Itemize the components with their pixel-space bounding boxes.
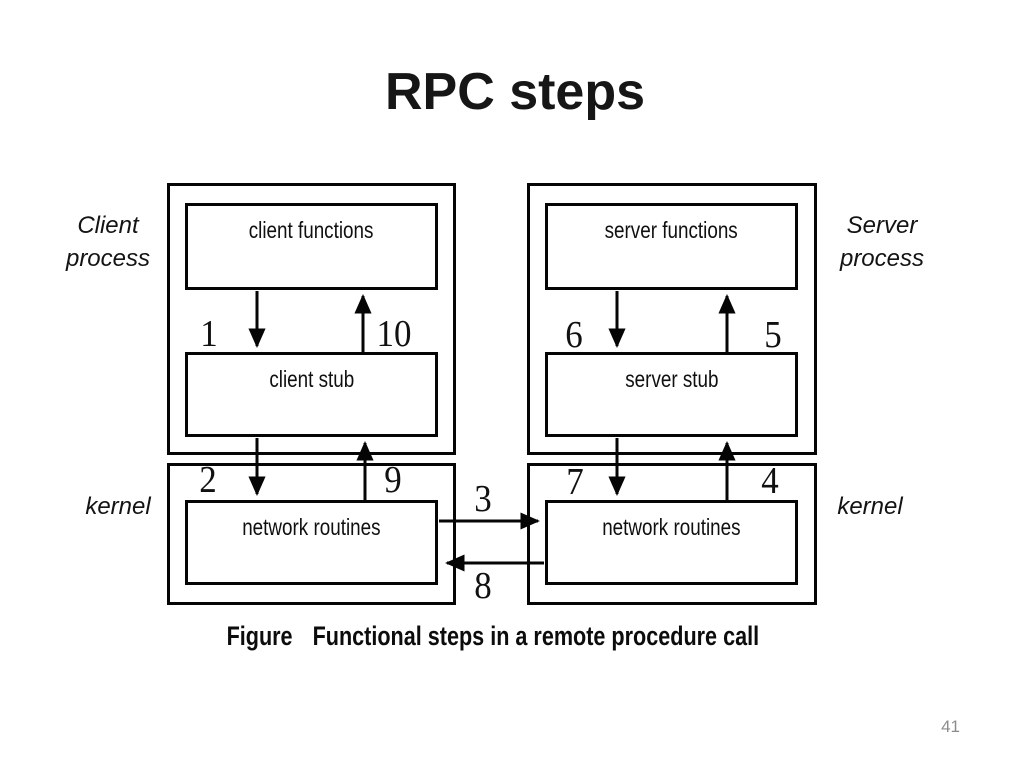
network-routines-left-label: network routines [242,514,381,540]
figure-caption: Figure Functional steps in a remote proce… [0,621,986,652]
step-label-1: 1 [200,313,218,355]
client-stub-box: client stub [185,352,438,437]
network-routines-right-box: network routines [545,500,798,585]
step-label-6: 6 [565,314,583,356]
step-label-4: 4 [761,460,779,502]
kernel-label-right: kernel [837,493,903,520]
network-routines-left-box: network routines [185,500,438,585]
client-functions-box: client functions [185,203,438,290]
step-label-7: 7 [566,461,584,503]
slide-title: RPC steps [384,63,646,121]
step-label-5: 5 [764,314,782,356]
caption-figure-word: Figure [226,621,293,651]
step-label-9: 9 [384,459,402,501]
server-functions-box: server functions [545,203,798,290]
network-routines-right-label: network routines [602,514,741,540]
step-label-3: 3 [474,478,492,520]
step-label-10: 10 [376,313,412,355]
kernel-box-left [167,463,456,605]
server-functions-label: server functions [604,217,739,243]
kernel-box-right [527,463,817,605]
server-process-label: Server process [839,212,925,273]
kernel-label-left: kernel [85,493,151,520]
server-process-box [527,183,817,455]
client-functions-label: client functions [249,217,374,243]
page-number: 41 [941,717,960,736]
step-label-2: 2 [199,459,217,501]
client-process-box [167,183,456,455]
server-stub-label: server stub [624,366,719,392]
step-label-8: 8 [474,565,492,607]
client-stub-label: client stub [269,366,354,392]
caption-text: Functional steps in a remote procedure c… [312,621,760,651]
server-stub-box: server stub [545,352,798,437]
client-process-label: Client process [65,212,151,273]
